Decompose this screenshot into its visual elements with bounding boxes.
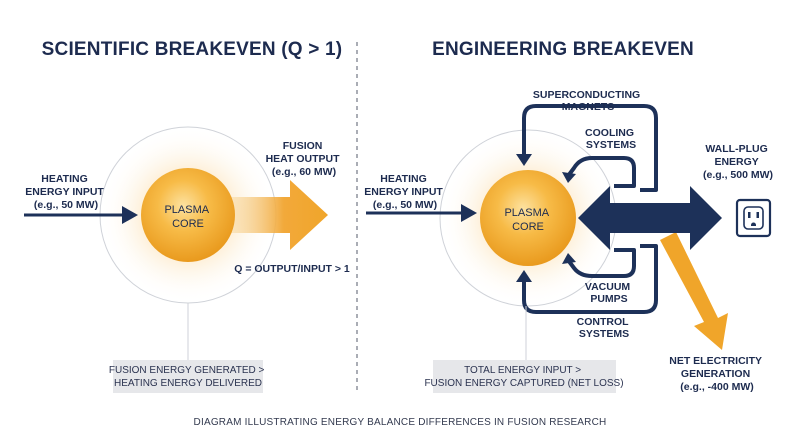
fusion-output-arrow <box>230 180 328 250</box>
diagram-caption: DIAGRAM ILLUSTRATING ENERGY BALANCE DIFF… <box>194 417 607 428</box>
right-diagram <box>366 104 728 360</box>
left-diagram <box>24 126 328 360</box>
right-title: ENGINEERING BREAKEVEN <box>432 39 694 60</box>
right-input-label: HEATING ENERGY INPUT (e.g., 50 MW) <box>364 173 446 211</box>
net-electricity-label: NET ELECTRICITY GENERATION (e.g., -400 M… <box>669 355 764 393</box>
control-loop <box>522 244 658 314</box>
cooling-loop <box>566 156 636 188</box>
left-summary-box <box>113 360 263 393</box>
left-summary-text: FUSION ENERGY GENERATED > HEATING ENERGY… <box>109 365 267 389</box>
left-heating-arrow <box>122 206 138 224</box>
left-core-label: PLASMA CORE <box>164 204 211 230</box>
wallplug-label: WALL-PLUG ENERGY (e.g., 500 MW) <box>703 143 773 181</box>
right-summary-box <box>433 360 616 393</box>
right-heating-arrow <box>461 204 477 222</box>
left-title: SCIENTIFIC BREAKEVEN (Q > 1) <box>42 39 343 60</box>
left-plasma-core <box>141 168 235 262</box>
magnets-label: SUPERCONDUCTING MAGNETS <box>533 89 643 113</box>
cooling-label: COOLING SYSTEMS <box>585 127 637 151</box>
right-core-label: PLASMA CORE <box>504 207 551 233</box>
vacuum-loop <box>566 248 636 278</box>
right-plasma-core <box>480 170 576 266</box>
vacuum-label: VACUUM PUMPS <box>585 281 633 305</box>
right-summary-text: TOTAL ENERGY INPUT > FUSION ENERGY CAPTU… <box>424 365 623 389</box>
wall-outlet-icon <box>735 198 772 238</box>
control-label: CONTROL SYSTEMS <box>577 316 632 340</box>
wall-plug-arrow <box>578 186 722 250</box>
net-electricity-arrow <box>660 232 728 350</box>
left-input-label: HEATING ENERGY INPUT (e.g., 50 MW) <box>25 173 107 211</box>
magnets-loop <box>522 104 658 192</box>
q-formula: Q = OUTPUT/INPUT > 1 <box>234 263 350 275</box>
left-output-label: FUSION HEAT OUTPUT (e.g., 60 MW) <box>266 140 343 178</box>
